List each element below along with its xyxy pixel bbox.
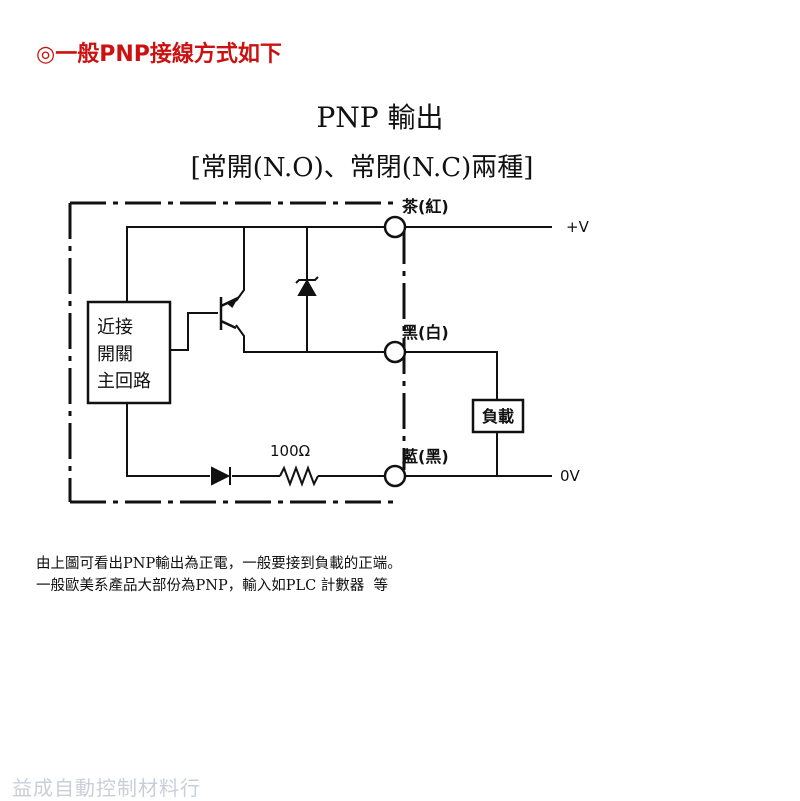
sensor-main-circuit-box xyxy=(86,300,172,405)
black-wire-label: 黑(白) xyxy=(402,323,449,342)
pnp-transistor-symbol xyxy=(219,296,240,330)
description-text: 由上圖可看出PNP輸出為正電，一般要接到負載的正端。 一般歐美系產品大部份為PN… xyxy=(36,553,402,597)
blue-wire-label: 藍(黑) xyxy=(402,447,449,466)
terminal-circles xyxy=(383,215,407,488)
load-label: 負載 xyxy=(482,407,514,426)
diagram-title: PNP 輸出 xyxy=(316,101,443,134)
description-line-2: 一般歐美系產品大部份為PNP，輸入如PLC 計數器 等 xyxy=(36,578,389,594)
sensor-box-line-3: 主回路 xyxy=(97,371,151,392)
resistor-symbol xyxy=(279,465,319,487)
plus-v-label: +V xyxy=(566,218,590,236)
diode-symbol xyxy=(211,466,231,486)
description-line-1: 由上圖可看出PNP輸出為正電，一般要接到負載的正端。 xyxy=(36,556,402,572)
external-wiring xyxy=(405,226,552,477)
watermark: 益成自動控制材料行 xyxy=(12,776,201,800)
internal-wiring xyxy=(126,226,384,477)
zero-v-label: 0V xyxy=(560,467,581,485)
sensor-box-line-1: 近接 xyxy=(97,317,133,338)
resistor-value-label: 100Ω xyxy=(270,442,310,460)
load-box xyxy=(471,398,525,434)
diagram-subtitle: [常開(N.O)、常閉(N.C)兩種] xyxy=(191,153,534,183)
sensor-box-line-2: 開關 xyxy=(97,344,133,365)
brown-wire-label: 茶(紅) xyxy=(401,197,449,216)
page-heading: ◎一般PNP接線方式如下 xyxy=(36,42,282,67)
zener-diode-symbol xyxy=(295,276,319,296)
